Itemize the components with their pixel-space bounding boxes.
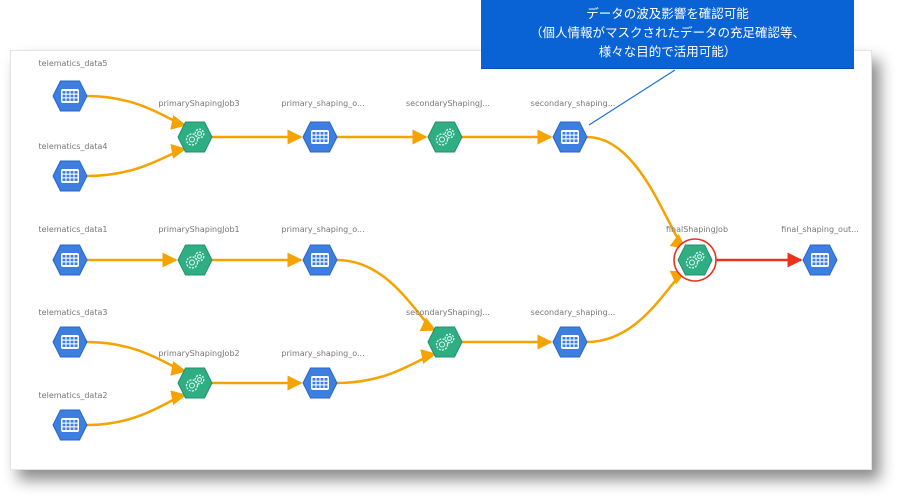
job-node[interactable]	[427, 326, 463, 358]
table-icon	[311, 130, 329, 144]
node-label: secondary_shaping...	[531, 99, 616, 108]
callout-line-3: 様々な目的で活用可能）	[598, 44, 737, 59]
table-icon	[311, 376, 329, 390]
gears-icon	[435, 333, 455, 351]
node-label: primary_shaping_o...	[281, 349, 364, 358]
node-label: primaryShapingJob1	[158, 225, 239, 234]
dataset-node[interactable]	[302, 367, 338, 399]
edges-layer	[86, 94, 803, 427]
node-label: telematics_data4	[39, 142, 108, 151]
dataset-node[interactable]	[552, 121, 588, 153]
gears-icon	[185, 251, 205, 269]
dataset-node[interactable]	[552, 326, 588, 358]
dataset-node[interactable]	[52, 80, 88, 112]
callout-pointer-layer	[588, 69, 676, 126]
table-icon	[311, 253, 329, 267]
lineage-edge	[86, 94, 187, 130]
job-hexagon	[177, 244, 213, 276]
node-label: telematics_data2	[39, 391, 108, 400]
lineage-edge	[586, 135, 687, 250]
dataset-node[interactable]	[302, 121, 338, 153]
gears-icon	[185, 128, 205, 146]
callout-box: データの波及影響を確認可能 （個人情報がマスクされたデータの充足確認等、 様々な…	[481, 0, 854, 69]
node-label: primary_shaping_o...	[281, 225, 364, 234]
node-label: primaryShapingJob3	[158, 99, 239, 108]
node-label: secondaryShapingJ...	[406, 308, 490, 317]
table-icon	[61, 169, 79, 183]
job-node[interactable]	[427, 121, 463, 153]
table-icon	[61, 418, 79, 432]
dataset-node[interactable]	[802, 244, 838, 276]
lineage-edge	[336, 258, 437, 332]
lineage-edge	[86, 340, 187, 376]
node-label: secondary_shaping...	[531, 308, 616, 317]
node-label: telematics_data3	[39, 308, 108, 317]
job-hexagon	[427, 121, 463, 153]
table-icon	[561, 130, 579, 144]
nodes-layer: telematics_data5 telematics_data4 telemati…	[39, 59, 859, 441]
gears-icon	[685, 251, 705, 269]
job-node[interactable]	[177, 367, 213, 399]
job-hexagon	[427, 326, 463, 358]
job-node[interactable]	[673, 238, 717, 282]
table-icon	[61, 253, 79, 267]
dataset-node[interactable]	[52, 160, 88, 192]
node-label: telematics_data1	[39, 225, 108, 234]
lineage-edge	[86, 144, 187, 178]
node-label: secondaryShapingJ...	[406, 99, 490, 108]
gears-icon	[435, 128, 455, 146]
dataset-node[interactable]	[52, 326, 88, 358]
job-node[interactable]	[177, 121, 213, 153]
lineage-edge	[86, 390, 187, 427]
lineage-edge	[336, 349, 437, 385]
table-icon	[561, 335, 579, 349]
gears-icon	[185, 374, 205, 392]
dataset-node[interactable]	[52, 244, 88, 276]
node-label: telematics_data5	[39, 59, 108, 68]
node-label: primaryShapingJob2	[158, 349, 239, 358]
lineage-edge	[586, 270, 687, 344]
table-icon	[61, 335, 79, 349]
callout-line-1: データの波及影響を確認可能	[586, 6, 749, 21]
table-icon	[811, 253, 829, 267]
job-hexagon	[677, 244, 713, 276]
node-label: primary_shaping_o...	[281, 99, 364, 108]
job-node[interactable]	[177, 244, 213, 276]
job-hexagon	[177, 367, 213, 399]
table-icon	[61, 89, 79, 103]
callout-pointer-line	[588, 69, 676, 126]
dataset-node[interactable]	[302, 244, 338, 276]
node-label: finalShapingJob	[666, 225, 728, 234]
callout-line-2: （個人情報がマスクされたデータの充足確認等、	[529, 25, 805, 40]
node-label: final_shaping_out...	[781, 225, 859, 234]
dataset-node[interactable]	[52, 409, 88, 441]
job-hexagon	[177, 121, 213, 153]
